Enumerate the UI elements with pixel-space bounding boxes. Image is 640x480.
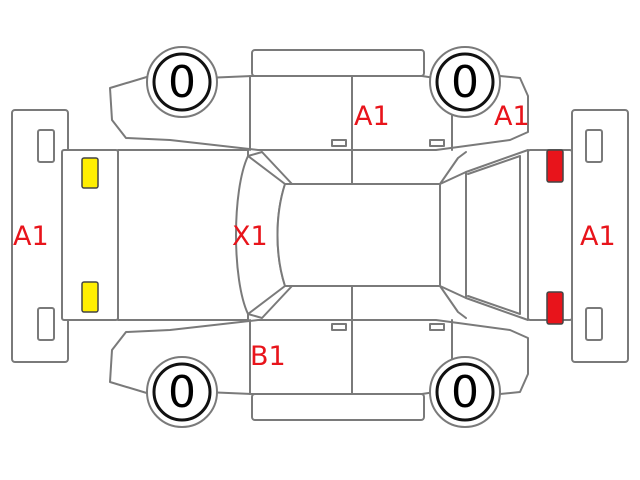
- front-door-right-mark: B1: [250, 341, 286, 372]
- rear-bumper: [571, 109, 629, 363]
- rear-bumper-mark: A1: [580, 221, 616, 252]
- rear-right-tire: 0: [435, 362, 495, 422]
- front-left-tire: 0: [152, 52, 212, 112]
- left-side-sill: [251, 49, 425, 77]
- roof-mark: X1: [232, 221, 268, 252]
- right-side-sill: [251, 393, 425, 421]
- car-body-top-view: [61, 149, 573, 321]
- rear-fender-left-mark: A1: [494, 101, 530, 132]
- trunk: [465, 149, 529, 321]
- rear-left-tire: 0: [435, 52, 495, 112]
- rear-left-lamp: [546, 149, 564, 183]
- rear-left-tire-tread: 0: [451, 57, 479, 108]
- roof: [276, 183, 441, 287]
- front-left-lamp: [81, 157, 99, 189]
- front-right-lamp: [81, 281, 99, 313]
- front-right-tire: 0: [152, 362, 212, 422]
- rear-door-left-mark: A1: [354, 101, 390, 132]
- rear-window: [439, 171, 467, 299]
- hood: [117, 149, 249, 321]
- front-left-tire-tread: 0: [168, 57, 196, 108]
- rear-right-tire-tread: 0: [451, 367, 479, 418]
- front-right-tire-tread: 0: [168, 367, 196, 418]
- front-bumper-mark: A1: [13, 221, 49, 252]
- rear-right-lamp: [546, 291, 564, 325]
- right-side-body: [109, 285, 529, 395]
